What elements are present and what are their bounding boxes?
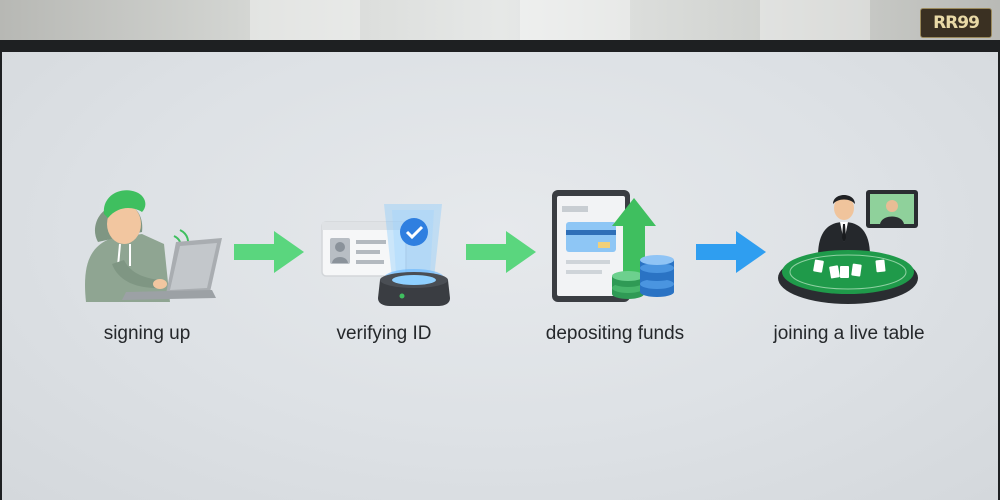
step-label: joining a live table xyxy=(773,323,925,344)
background-room xyxy=(0,0,1000,44)
step-depositing-funds: depositing funds xyxy=(2,52,998,500)
step-verifying-id: verifying ID xyxy=(2,52,998,500)
step-joining-live-table: joining a live table xyxy=(2,52,998,500)
person-laptop-icon xyxy=(85,190,222,302)
monitor-screen: signing up xyxy=(2,52,998,500)
arrow-right-icon xyxy=(696,231,766,273)
tablet-deposit-icon xyxy=(552,190,674,302)
brand-logo: RR99 xyxy=(920,8,992,38)
id-card-scanner-icon xyxy=(321,204,450,306)
step-signing-up: signing up xyxy=(2,52,998,500)
live-dealer-table-icon xyxy=(778,190,918,304)
step-label: verifying ID xyxy=(336,323,432,344)
step-label: depositing funds xyxy=(545,323,685,344)
step-label: signing up xyxy=(103,323,191,344)
arrow-right-icon xyxy=(466,231,536,273)
arrow-right-icon xyxy=(234,231,304,273)
